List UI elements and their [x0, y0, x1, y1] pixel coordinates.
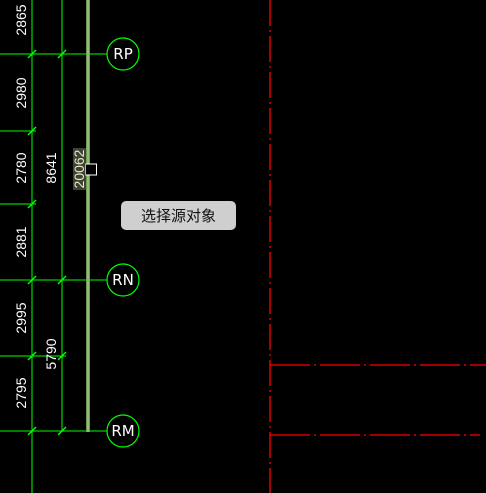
axis-bubble-rp[interactable]: [106, 37, 140, 71]
dim-text-2780: 2780: [13, 152, 29, 183]
axis-bubble-rm[interactable]: [106, 414, 140, 448]
axis-label-rn: RN: [112, 271, 134, 289]
selection-grip[interactable]: [85, 163, 97, 176]
command-tooltip: 选择源对象: [121, 201, 236, 230]
dim-ticks: [27, 49, 67, 436]
dim-text-5790: 5790: [43, 338, 59, 369]
axis-label-rp: RP: [113, 45, 132, 63]
dim-text-2995: 2995: [13, 302, 29, 333]
dim-text-2980: 2980: [13, 77, 29, 108]
selected-dim-text-highlight: [73, 148, 86, 190]
dim-text-2795: 2795: [13, 377, 29, 408]
axis-bubble-rn[interactable]: [106, 263, 140, 297]
dim-text-20062[interactable]: 20062: [71, 149, 87, 188]
tooltip-text: 选择源对象: [140, 207, 216, 225]
dim-text-2881: 2881: [13, 226, 29, 257]
axis-label-rm: RM: [111, 422, 134, 440]
dim-text-2865: 2865: [13, 4, 29, 35]
dim-text-8641: 8641: [43, 152, 59, 183]
